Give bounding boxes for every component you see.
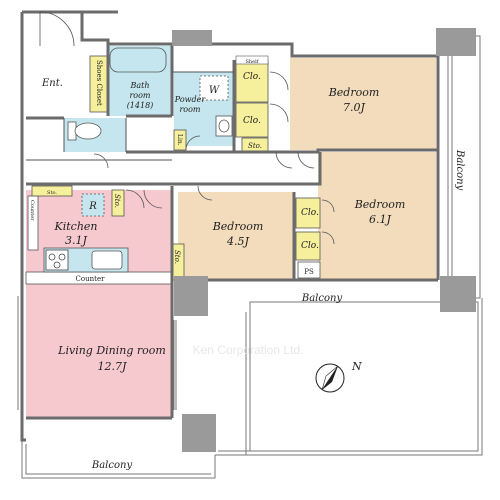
shelf-box	[235, 55, 269, 65]
room-bath	[108, 46, 172, 116]
label-bedroom-7-size: 7.0J	[343, 101, 365, 114]
label-counter-bottom: Counter	[76, 275, 106, 283]
label-bedroom-4-size: 4.5J	[226, 235, 249, 248]
label-storage-2: Sto.	[113, 194, 121, 208]
label-closet-3: Clo.	[301, 208, 319, 218]
label-shoes-closet: Shoes Closet	[95, 60, 103, 106]
ps-box	[297, 261, 321, 279]
label-powder-1: Powder	[174, 95, 207, 104]
label-washer: W	[209, 85, 220, 96]
compass-icon	[315, 363, 345, 393]
label-bedroom-7-name: Bedroom	[328, 86, 380, 99]
label-closet-2: Clo.	[243, 116, 261, 126]
compass-label: N	[351, 360, 362, 373]
label-bath-3: (1418)	[127, 101, 154, 110]
room-bedroom-7	[290, 58, 436, 150]
fridge-box	[81, 193, 105, 217]
door-swings	[39, 11, 335, 245]
room-bedroom-6	[318, 152, 436, 280]
toilet-fixture	[67, 121, 102, 141]
label-shelf: Shelf	[245, 59, 259, 65]
label-closet-1: Clo.	[243, 72, 261, 82]
label-storage-3: Sto.	[173, 250, 181, 264]
label-living-name: Living Dining room	[57, 344, 166, 357]
label-balcony-bottom: Balcony	[91, 460, 133, 471]
label-living-size: 12.7J	[98, 360, 127, 373]
label-closet-4: Clo.	[301, 241, 319, 251]
label-bedroom-6-size: 6.1J	[369, 213, 391, 226]
storage-blocks	[31, 55, 321, 281]
bathtub	[109, 47, 167, 73]
thin-walls	[26, 71, 234, 161]
label-ps: PS	[304, 268, 314, 276]
label-kitchen-size: 3.1J	[65, 234, 87, 247]
label-bath-1: Bath	[129, 81, 149, 90]
label-balcony-right: Balcony	[454, 149, 465, 191]
powder-sink	[215, 115, 233, 137]
label-entrance: Ent.	[41, 78, 63, 89]
label-bedroom-4-name: Bedroom	[212, 220, 264, 233]
label-storage-4: Sto.	[47, 190, 57, 196]
label-kitchen-name: Kitchen	[54, 220, 98, 233]
label-fridge: R	[88, 201, 97, 212]
label-linen: Lin.	[176, 134, 183, 146]
label-powder-2: room	[179, 105, 200, 114]
watermark: Ken Corporation Ltd.	[193, 343, 304, 357]
label-bedroom-6-name: Bedroom	[354, 198, 406, 211]
washer-box	[199, 75, 229, 101]
label-bath-2: room	[129, 91, 150, 100]
label-storage-1: Sto.	[248, 142, 262, 150]
stove	[45, 249, 69, 271]
label-counter-side: Counter	[29, 200, 35, 221]
room-bedroom-4	[178, 192, 294, 280]
column-blocks	[172, 28, 476, 452]
room-living-dining	[26, 190, 172, 418]
window-marks	[17, 296, 177, 410]
kitchen-sink	[91, 250, 123, 270]
label-balcony-middle: Balcony	[301, 293, 343, 304]
